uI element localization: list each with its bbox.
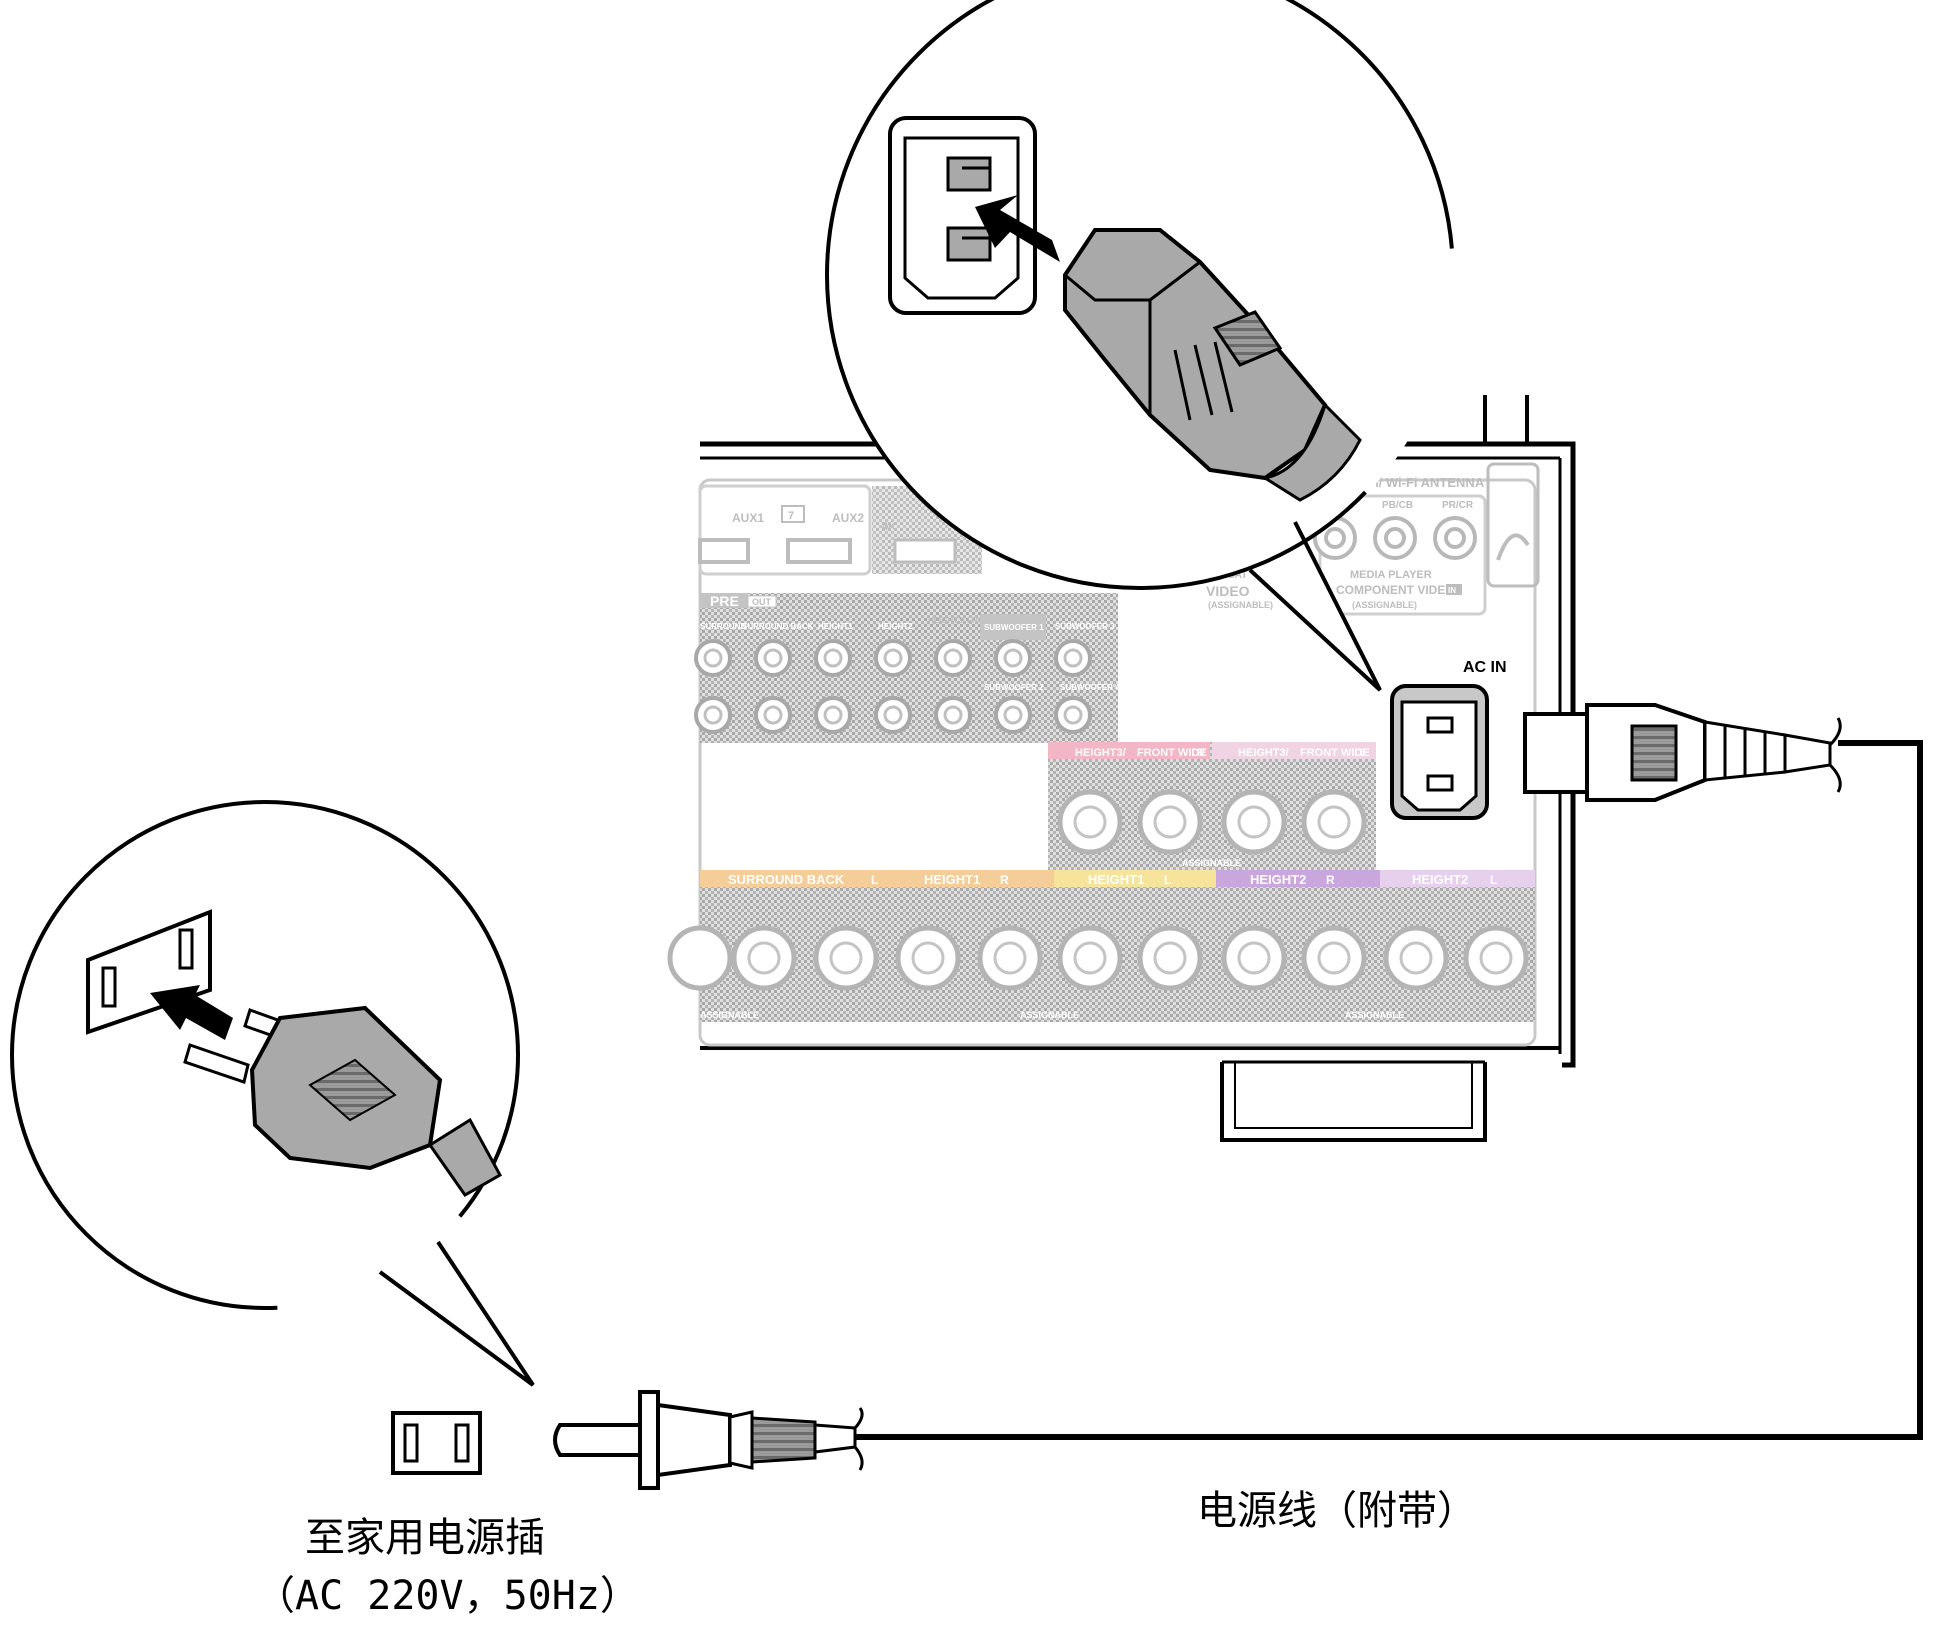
component-in-label: IN (1448, 586, 1456, 595)
spk-upper-r-tag: R (1197, 747, 1205, 759)
pre-out-ch-sub1: SUBWOOFER 1 (984, 623, 1044, 632)
spk-lower-height2-r-tag: R (1326, 873, 1335, 887)
callout-ac-inlet (825, 0, 1455, 692)
spk-lower-height2-l: HEIGHT2 (1412, 872, 1468, 887)
spk-upper-frontwide-l: FRONT WIDE (1300, 747, 1370, 759)
spk-lower-height2-l-tag: L (1490, 873, 1497, 887)
pre-out-block: PRE OUT SURROUND SURROUND BACK HEIGHT1 H… (694, 593, 1120, 743)
pre-out-ch-sub2: SUBWOOFER 2 (984, 683, 1044, 692)
spk-lower-surround-back: SURROUND BACK (728, 872, 845, 887)
pre-out-ch-height2: HEIGHT2 (878, 622, 913, 631)
media-player-label: MEDIA PLAYER (1350, 569, 1432, 581)
sat-label: SAT (1228, 570, 1247, 581)
pre-out-label: PRE (710, 593, 739, 609)
component-assignable-label: (ASSIGNABLE) (1352, 600, 1417, 610)
pre-out-ch-surround-back: SURROUND BACK (742, 622, 814, 631)
spk-lower-assignable-3: ASSIGNABLE (1345, 1010, 1404, 1020)
component-video-block: Bluetooth/ Wi-Fi ANTENNA Y PB/CB PR/CR M… (1206, 462, 1540, 616)
spk-lower-surround-back-tag: L (871, 873, 878, 887)
speaker-terminals-lower: SURROUND BACK L HEIGHT1 R HEIGHT1 L HEIG… (667, 870, 1535, 1022)
component-video-label: COMPONENT VIDEO (1336, 583, 1455, 597)
spk-upper-height3-r: HEIGHT3/ (1075, 747, 1126, 759)
spk-upper-height3-l: HEIGHT3/ (1238, 747, 1289, 759)
pre-out-ch-sub4: SUBWOOFER 4 (1060, 683, 1120, 692)
outlet-caption-line1: 至家用电源插 (305, 1515, 545, 1561)
comp-label-pr: PR/CR (1442, 500, 1474, 511)
pre-out-tag: OUT (752, 597, 772, 607)
ac-in-socket: AC IN (1390, 659, 1507, 820)
spk-lower-assignable-2: ASSIGNABLE (1020, 1010, 1079, 1020)
power-cord (553, 703, 1923, 1490)
ac-in-label: AC IN (1463, 659, 1507, 676)
spk-upper-frontwide-r: FRONT WIDE (1137, 747, 1207, 759)
cord-caption: 电源线（附带） (1197, 1488, 1477, 1534)
hdmi-label-aux1: AUX1 (732, 511, 764, 525)
hdmi-label-4k: 4K (882, 521, 896, 533)
spk-lower-height1-r: HEIGHT1 (924, 872, 980, 887)
hdmi-label-aux2: AUX2 (832, 511, 864, 525)
video-assignable-label: (ASSIGNABLE) (1208, 600, 1273, 610)
spk-lower-height1-l: HEIGHT1 (1088, 872, 1144, 887)
spk-upper-assignable: ASSIGNABLE (1182, 858, 1241, 868)
hdmi-row: AUX1 7 AUX2 4K (698, 484, 982, 576)
pre-out-ch-height1: HEIGHT1 (818, 622, 853, 631)
pre-out-ch-height3: HEIGHT3/ FRONT WIDE (928, 616, 1018, 625)
spk-lower-height1-l-tag: L (1164, 873, 1171, 887)
spk-lower-assignable-1: ASSIGNABLE (700, 1010, 759, 1020)
pre-out-ch-surround: SURROUND (700, 622, 746, 631)
video-label: VIDEO (1206, 583, 1250, 599)
spk-upper-l-tag: L (1360, 747, 1367, 759)
outlet-caption-line2: （AC 220V，50Hz） (255, 1573, 640, 1619)
speaker-terminals-upper: HEIGHT3/ FRONT WIDE R HEIGHT3/ FRONT WID… (1048, 742, 1376, 870)
spk-lower-height1-r-tag: R (1000, 873, 1009, 887)
comp-label-pb: PB/CB (1382, 500, 1413, 511)
pre-out-ch-sub3: SUBWOOFER 3 (1055, 622, 1115, 631)
hdmi-label-7: 7 (788, 510, 794, 522)
receiver-rear-panel: AUX1 7 AUX2 4K PRE OUT SURROUND SURROUND… (667, 395, 1576, 1142)
wall-outlet-symbol (391, 1411, 482, 1475)
callout-wall-outlet (10, 800, 535, 1387)
spk-lower-height2-r: HEIGHT2 (1250, 872, 1306, 887)
